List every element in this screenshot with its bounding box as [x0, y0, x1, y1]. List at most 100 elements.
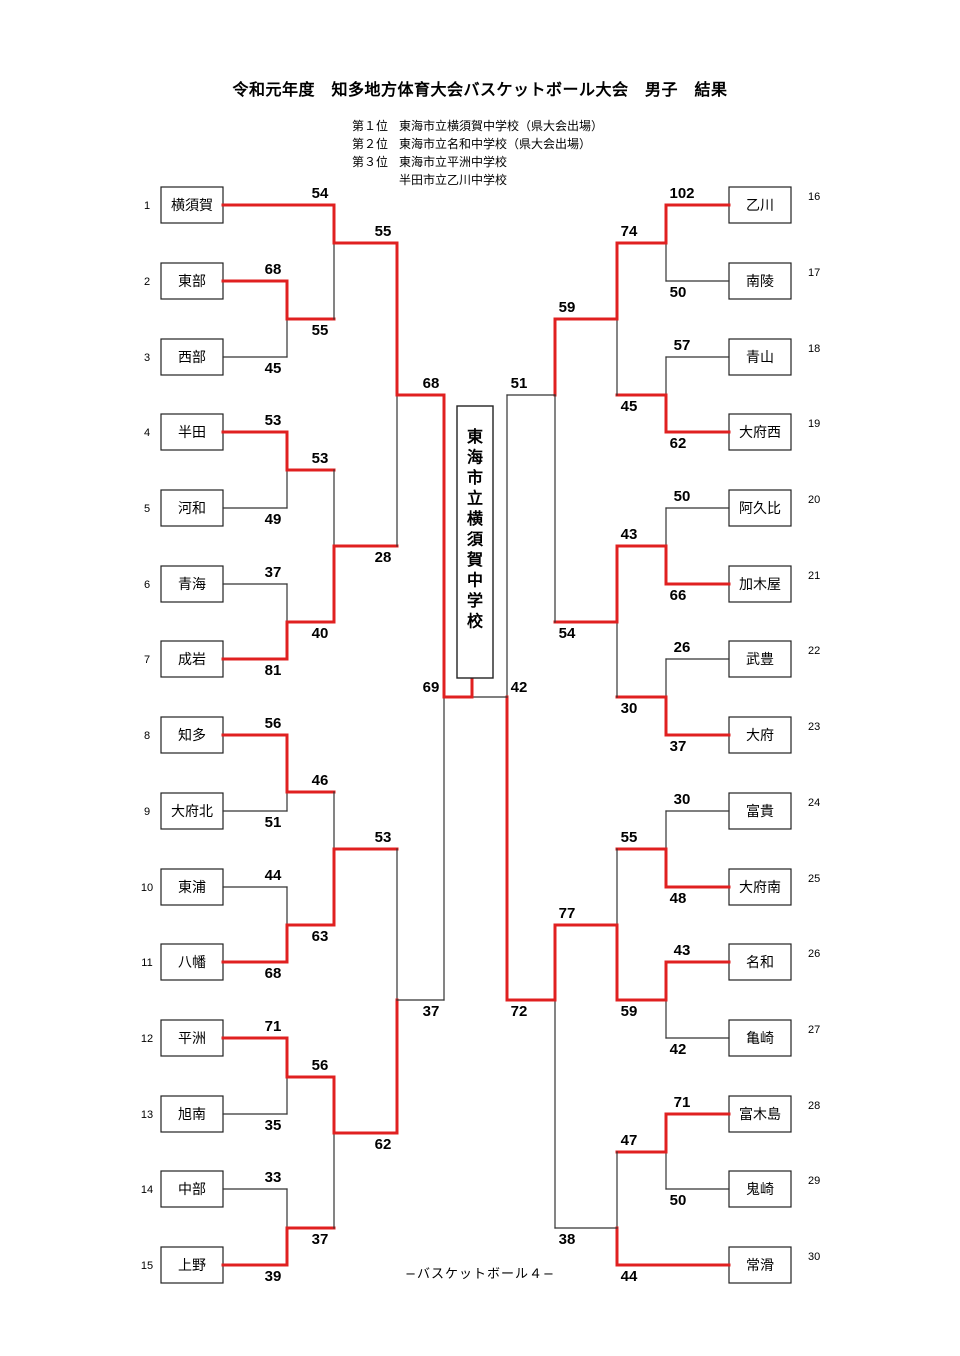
score: 68: [265, 965, 282, 982]
page-title: 令和元年度 知多地方体育大会バスケットボール大会 男子 結果: [232, 80, 728, 99]
score: 53: [312, 450, 329, 467]
score: 63: [312, 928, 329, 945]
score: 51: [511, 375, 528, 392]
team-name: 青山: [746, 349, 774, 365]
team-number: 16: [808, 191, 820, 203]
rank-label: 第１位: [352, 119, 389, 133]
team-number: 30: [808, 1251, 820, 1263]
champion-char: 中: [467, 571, 483, 590]
champion-char: 賀: [466, 550, 483, 569]
team-name: 大府南: [739, 879, 781, 895]
team-name: 加木屋: [739, 576, 781, 592]
score: 66: [670, 587, 687, 604]
team-number: 10: [141, 882, 153, 894]
team-number: 26: [808, 948, 820, 960]
score: 37: [423, 1003, 440, 1020]
team-number: 11: [141, 957, 152, 969]
team-name: 成岩: [178, 651, 206, 667]
champion-char: 海: [467, 448, 483, 467]
team-number: 7: [144, 654, 150, 666]
score: 57: [674, 337, 691, 354]
score: 59: [621, 1003, 638, 1020]
champion-char: 校: [467, 612, 484, 631]
champion-name: 東海市立横須賀中学校: [466, 427, 484, 631]
team-name: 富木島: [739, 1106, 781, 1122]
team-number: 28: [808, 1100, 820, 1112]
score: 40: [312, 625, 329, 642]
team-name: 河和: [178, 500, 206, 516]
score: 37: [670, 738, 687, 755]
champion-char: 須: [466, 531, 484, 549]
champion-char: 横: [467, 509, 484, 528]
champion-char: 市: [467, 468, 483, 487]
score: 33: [265, 1169, 282, 1186]
score: 62: [670, 435, 687, 452]
team-box: [728, 413, 792, 451]
result-third-2: 半田市立乙川中学校: [352, 171, 603, 189]
team-name: 名和: [746, 954, 774, 970]
score: 38: [559, 1231, 576, 1248]
team-number: 21: [808, 570, 820, 582]
champion-char: 立: [467, 489, 483, 508]
score: 45: [621, 398, 638, 415]
team-name: 横須賀: [171, 197, 213, 213]
team-number: 3: [144, 352, 150, 364]
team-name: 阿久比: [739, 500, 781, 516]
team-number: 2: [144, 276, 150, 288]
score: 45: [265, 360, 282, 377]
score: 30: [621, 700, 638, 717]
score: 55: [621, 829, 638, 846]
team-name: 鬼崎: [746, 1181, 774, 1197]
team-number: 15: [141, 1260, 153, 1272]
team-name: 八幡: [178, 954, 206, 970]
team-number: 6: [144, 579, 150, 591]
team-name: 半田: [178, 424, 206, 440]
team-name: 常滑: [746, 1257, 774, 1273]
results-list: 第１位 東海市立横須賀中学校（県大会出場） 第２位 東海市立名和中学校（県大会出…: [352, 117, 603, 189]
team-box: [160, 1170, 224, 1208]
team-name: 大府北: [171, 803, 213, 819]
score: 68: [423, 375, 440, 392]
team-name: 中部: [178, 1181, 206, 1197]
team-box: [728, 1246, 792, 1284]
team-box: [160, 413, 224, 451]
rank-school: 東海市立平洲中学校: [399, 155, 508, 169]
team-box: [160, 868, 224, 906]
rank-school: 半田市立乙川中学校: [399, 173, 508, 187]
score: 26: [674, 639, 691, 656]
rank-label: 第２位: [352, 137, 389, 151]
team-box: [160, 1246, 224, 1284]
team-number: 17: [808, 267, 820, 279]
score: 28: [375, 549, 392, 566]
team-box: [728, 943, 792, 981]
result-second: 第２位 東海市立名和中学校（県大会出場）: [352, 135, 603, 153]
team-name: 南陵: [746, 273, 774, 289]
score: 102: [669, 185, 694, 202]
team-name: 東浦: [178, 879, 206, 895]
champion-char: 東: [467, 427, 483, 446]
team-box: [728, 262, 792, 300]
team-name: 知多: [178, 727, 206, 743]
team-number: 8: [144, 730, 150, 742]
team-number: 29: [808, 1175, 820, 1187]
score: 56: [265, 715, 282, 732]
score: 47: [621, 1132, 638, 1149]
score: 54: [312, 185, 329, 202]
score: 81: [265, 662, 282, 679]
score: 53: [375, 829, 392, 846]
score: 71: [674, 1094, 691, 1111]
team-name: 富貴: [746, 803, 774, 819]
score: 39: [265, 1268, 282, 1285]
score: 53: [265, 412, 282, 429]
score: 44: [621, 1268, 638, 1285]
team-number: 23: [808, 721, 820, 733]
score: 74: [621, 223, 638, 240]
team-name: 平洲: [178, 1030, 206, 1046]
score: 51: [265, 814, 282, 831]
team-name: 乙川: [746, 197, 774, 213]
team-number: 13: [141, 1109, 153, 1121]
champion-char: 学: [467, 591, 483, 610]
team-name: 大府: [746, 727, 774, 743]
team-name: 上野: [178, 1257, 206, 1273]
